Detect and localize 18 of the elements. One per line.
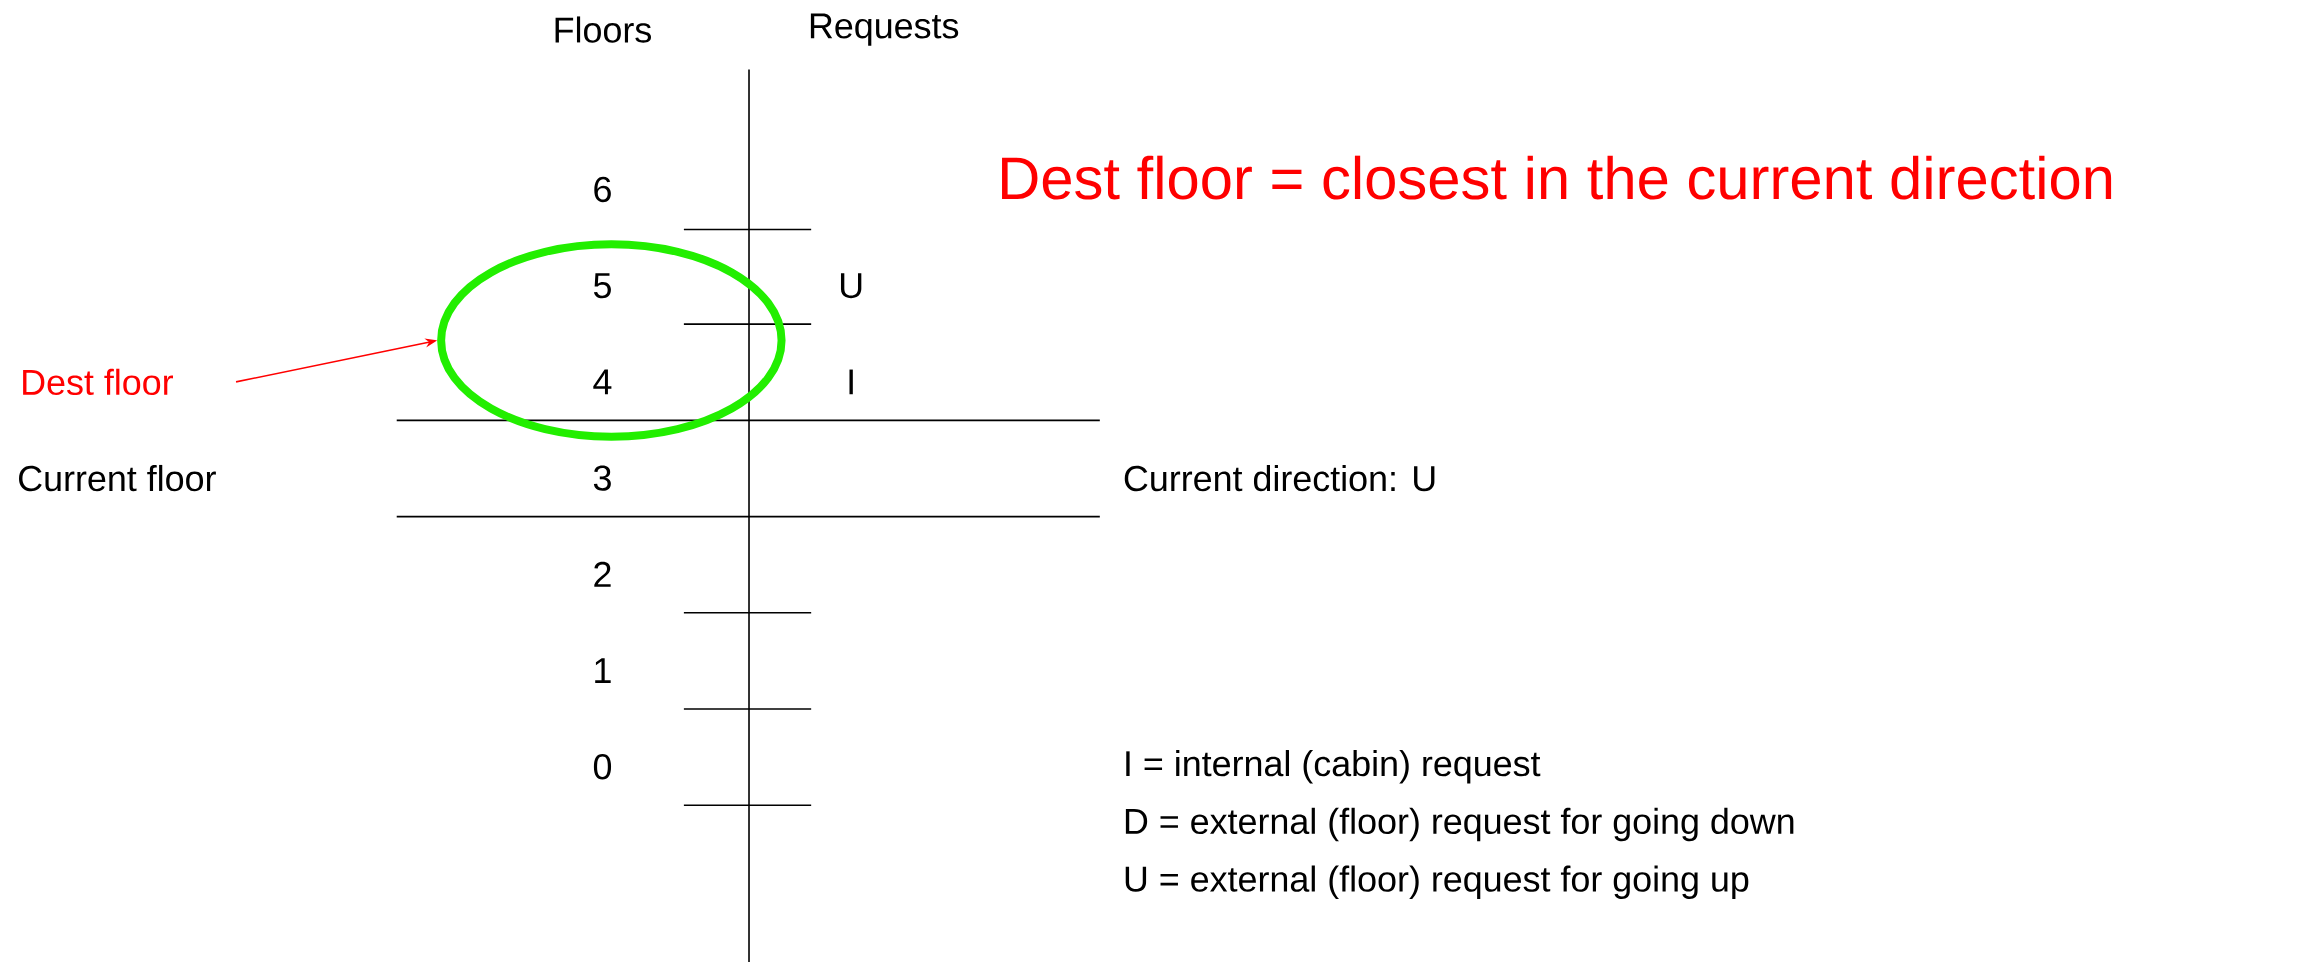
text-label: Current direction: U — [1124, 464, 1435, 492]
text-label: Current floor — [19, 464, 216, 492]
text-label: 5 — [593, 273, 611, 299]
text-label: U = external (floor) request for going up — [1125, 865, 1749, 899]
text-label: Floors — [555, 16, 651, 43]
text-label: Requests — [810, 13, 959, 46]
text-label: I = internal (cabin) request — [1126, 749, 1541, 784]
text-label: 2 — [594, 561, 611, 587]
text-label: 6 — [594, 176, 611, 203]
text-label: I — [849, 369, 853, 395]
text-label: D = external (floor) request for going down — [1125, 807, 1794, 842]
heading: Dest floor = closest in the current direction — [1002, 155, 2112, 200]
highlight-ellipse — [437, 240, 786, 441]
node-label: Dest floor — [23, 368, 173, 395]
text-label: 1 — [595, 658, 611, 683]
text-label: 0 — [593, 753, 612, 780]
text-label: U — [841, 273, 862, 299]
text-label: 4 — [593, 369, 612, 395]
